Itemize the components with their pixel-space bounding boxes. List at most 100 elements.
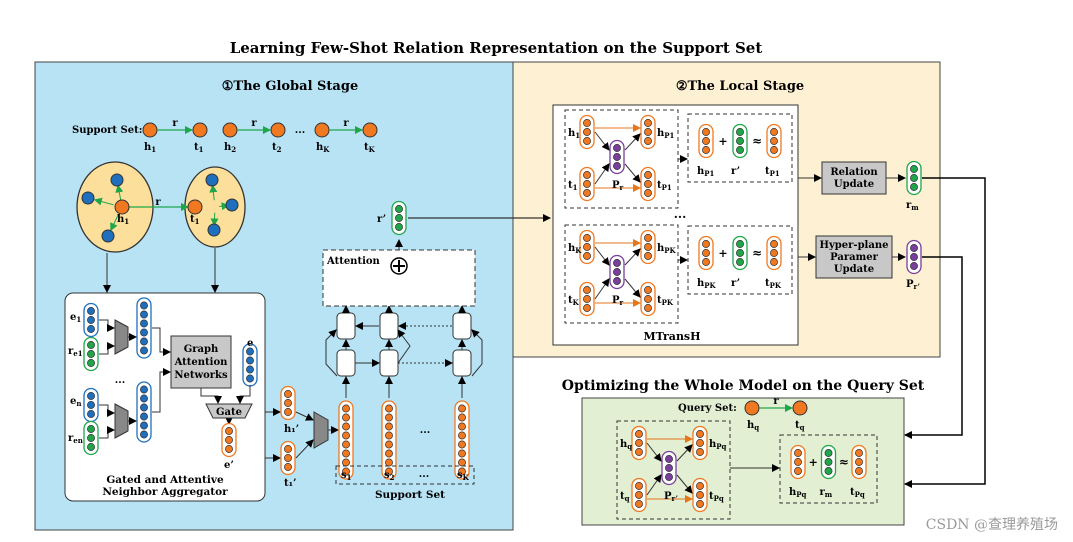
arrow [93, 197, 114, 206]
h1-prime-vector [280, 385, 296, 421]
tail-label: tK [364, 142, 376, 154]
input-label: en [70, 396, 81, 408]
projected-head-label: hPq [709, 439, 727, 451]
arrow [325, 329, 338, 377]
neighbor-node [110, 173, 124, 187]
head-label: h1 [144, 142, 156, 154]
score-vector [698, 235, 714, 271]
score-label: r’ [731, 166, 740, 177]
support-instance-label: s1 [341, 470, 352, 482]
h1-prime-label: h₁’ [284, 424, 299, 435]
hyperplane-label: Pr [612, 180, 624, 192]
projected-head-label: hPK [657, 243, 677, 255]
arrow [295, 411, 314, 421]
lstm-cell [452, 349, 472, 377]
head-entity-node [314, 122, 330, 138]
query-tail-label: tq [795, 420, 805, 432]
neighbor-node [81, 191, 95, 205]
t1-prime-vector [280, 440, 296, 476]
arrow [99, 404, 115, 417]
e-label: e [247, 338, 253, 349]
tail-label: t1 [194, 142, 204, 154]
neighbor-node [205, 173, 219, 187]
gate-label: Gate [216, 407, 242, 418]
tail-entity-node [270, 122, 286, 138]
pr-prime-label: Pr’ [906, 279, 920, 291]
t1-prime-label: t₁’ [284, 478, 296, 489]
query-tail-node [792, 400, 808, 416]
score-label: r’ [731, 278, 740, 289]
head-vector [579, 114, 595, 150]
projection-box [564, 224, 679, 324]
ellipsis: ... [420, 425, 430, 436]
projected-tail-label: tP1 [657, 180, 672, 192]
head-label: hq [620, 439, 632, 451]
arrow [594, 246, 610, 266]
rm-vector [906, 160, 922, 196]
ellipsis: ... [295, 125, 305, 136]
tail-label: t1 [568, 180, 578, 192]
plus-sign: + [809, 456, 818, 469]
figure-title: Learning Few-Shot Relation Representatio… [230, 39, 763, 57]
score-vector [766, 123, 782, 159]
support-set-label: Support Set: [72, 125, 142, 136]
arrow [210, 212, 219, 227]
head-label: h2 [224, 142, 236, 154]
hyperplane-label: Pr’ [664, 491, 678, 503]
query-relation-label: r [773, 396, 779, 407]
relation-label: r [343, 118, 349, 129]
mtransh-label: MTransH [643, 330, 700, 343]
e-prime-label: e’ [224, 460, 234, 471]
score-label: tPq [850, 487, 865, 499]
lstm-cell [379, 312, 399, 340]
relation-update-box [821, 161, 887, 195]
tail-vector [579, 281, 595, 317]
projected-head-vector [640, 114, 656, 150]
arrow [624, 133, 641, 151]
score-vector [732, 123, 748, 159]
entity-vector-e1 [83, 302, 99, 338]
plus-sign: + [718, 247, 727, 260]
arrow [99, 319, 115, 332]
ellipsis: ... [674, 207, 687, 221]
score-vector [820, 444, 837, 480]
arrow [676, 474, 693, 494]
head-label: h1 [568, 128, 580, 140]
projected-tail-vector [692, 477, 708, 513]
projected-head-vector [692, 425, 708, 461]
relation-vector-re1 [83, 336, 99, 372]
projected-tail-label: tPK [657, 295, 674, 307]
arrow [471, 329, 483, 377]
r-prime-label: r’ [377, 214, 386, 225]
arrow [624, 163, 641, 183]
arrow [236, 385, 251, 404]
score-box [687, 225, 793, 295]
neighbor-node [225, 198, 239, 212]
hyperplane-vector [661, 450, 677, 486]
arrow [624, 248, 641, 266]
score-label: hPK [697, 278, 717, 290]
support-instance-vector [381, 400, 397, 480]
r-prime-vector [391, 200, 407, 236]
arrow [646, 474, 662, 496]
hyperplane-vector [609, 254, 625, 290]
entity-vector-en [83, 387, 99, 423]
head-entity-node [114, 199, 130, 215]
arrow [200, 388, 222, 404]
approx-sign: ≈ [752, 246, 762, 260]
arrow [594, 131, 610, 151]
projected-tail-label: tPq [709, 491, 724, 503]
tail-entity-node [362, 122, 378, 138]
support-instance-label: s2 [384, 470, 395, 482]
watermark: CSDN @查理养殖场 [926, 516, 1058, 533]
score-label: rm [820, 487, 833, 499]
ellipsis: ... [115, 375, 125, 386]
arrow [152, 327, 171, 356]
